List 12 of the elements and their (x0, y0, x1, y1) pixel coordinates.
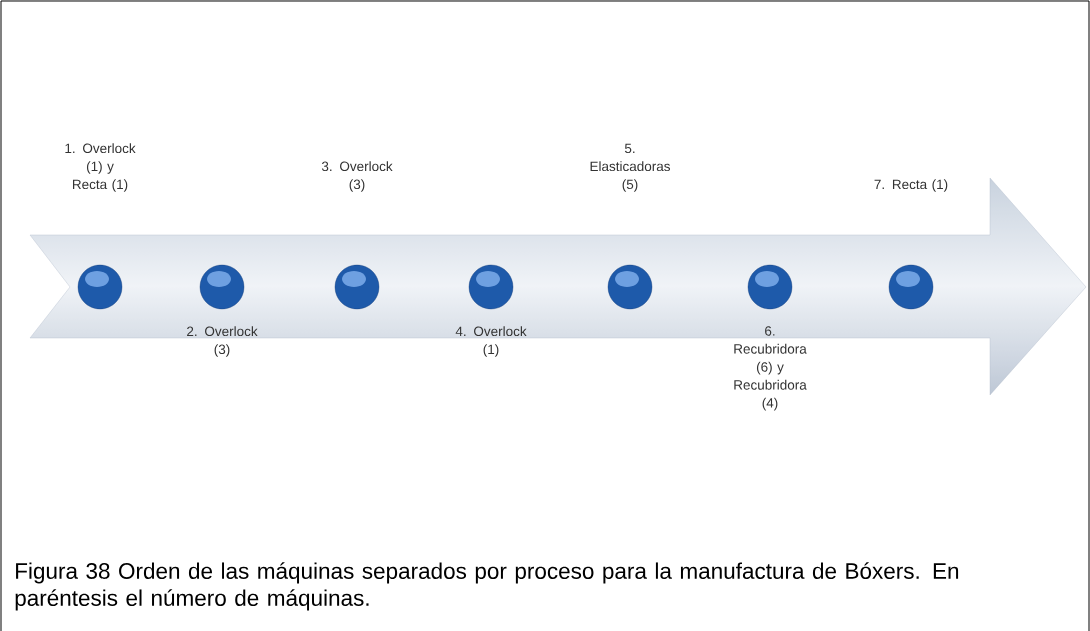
bead-circle (199, 264, 245, 310)
step-label: 5. Elasticadoras (5) (590, 143, 670, 192)
bead-circle (607, 264, 653, 310)
step-label: 1. Overlock (1) y Recta (1) (65, 143, 136, 192)
bead-circle (334, 264, 380, 310)
bead-circle (468, 264, 514, 310)
bead-circle (888, 264, 934, 310)
bead-circle (747, 264, 793, 310)
bead-circle (77, 264, 123, 310)
figure-caption: Figura 38 Orden de las máquinas separados por proceso para la manufactura de Bóxers. En paréntesis el número de máquinas. (15, 562, 959, 611)
step-label: 3. Overlock (3) (321, 161, 393, 192)
step-label: 7. Recta (1) (874, 179, 948, 192)
